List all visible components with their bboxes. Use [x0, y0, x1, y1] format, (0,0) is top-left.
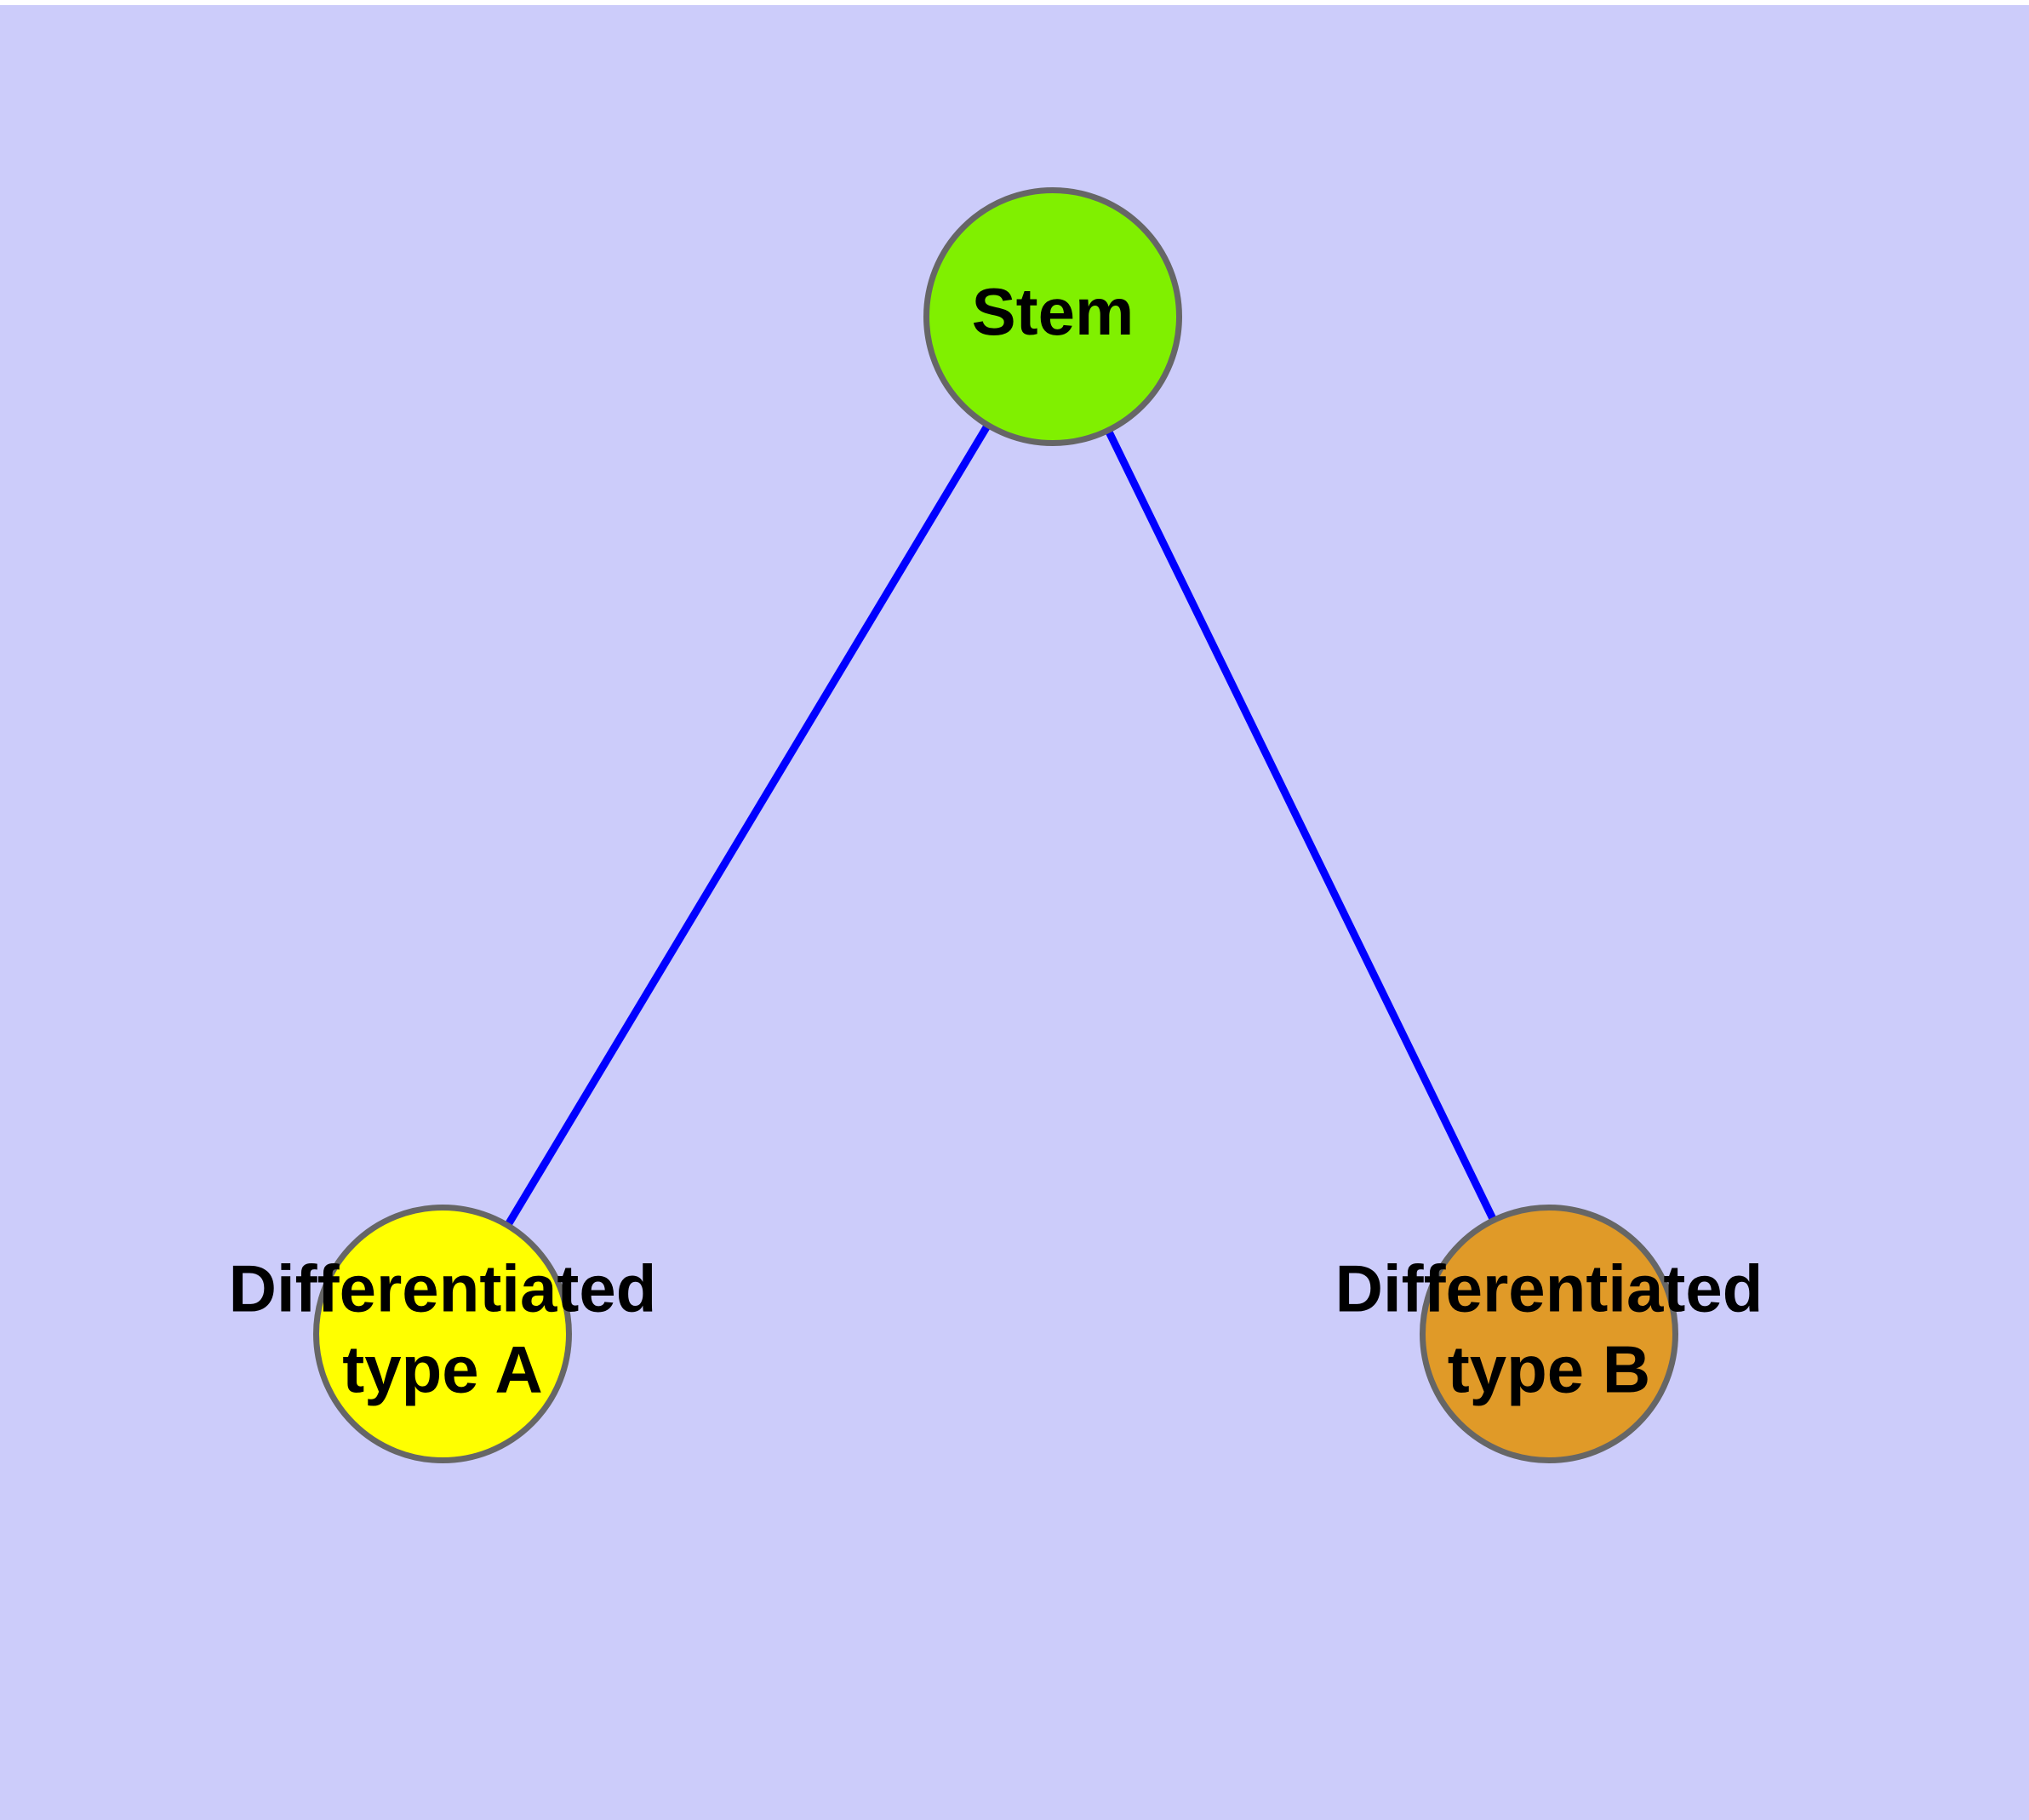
- graph-node-label-line: Differentiated: [229, 1251, 657, 1325]
- graph-edge-stem-to-diff-b[interactable]: [1049, 315, 1553, 1336]
- nodes-layer: [313, 187, 1678, 1463]
- graph-node-diff-b[interactable]: [1420, 1205, 1678, 1463]
- graph-node-label-line: type B: [1448, 1331, 1650, 1406]
- graph-node-diff-a[interactable]: [313, 1205, 572, 1463]
- graph-node-label-stem: Stem: [972, 274, 1135, 349]
- graph-edge-stem-to-diff-a[interactable]: [439, 314, 1056, 1336]
- edges-layer: [439, 314, 1553, 1336]
- graph-node-label-line: Stem: [972, 274, 1135, 349]
- graph-node-stem[interactable]: [923, 187, 1182, 446]
- graph-node-label-line: Differentiated: [1335, 1251, 1763, 1325]
- graph-node-label-line: type A: [342, 1331, 543, 1406]
